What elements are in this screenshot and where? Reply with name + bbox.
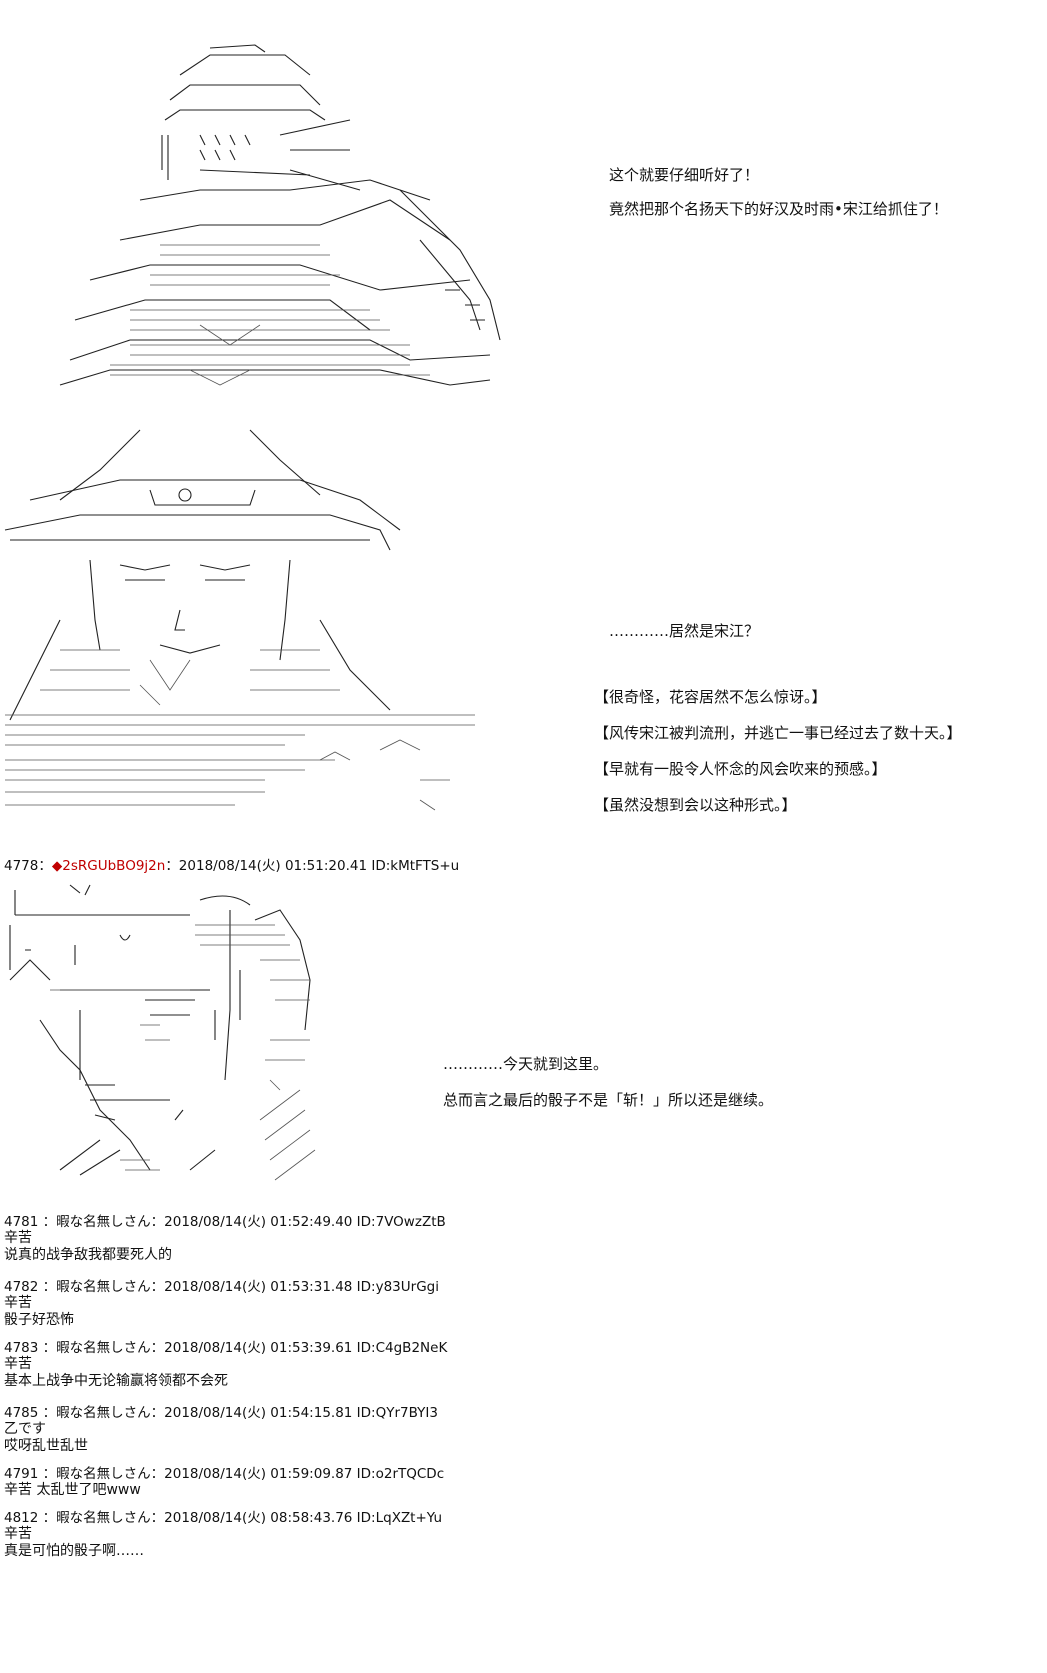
reply-post: 4791 ：暇な名無しさん：2018/08/14(火) 01:59:09.87 … bbox=[4, 1466, 444, 1499]
dialogue-line: 总而言之最后的骰子不是「斩！」所以还是继续。 bbox=[443, 1091, 774, 1109]
reply-header: 4782 ：暇な名無しさん：2018/08/14(火) 01:53:31.48 … bbox=[4, 1279, 439, 1295]
dialogue-panel-2-question: …………居然是宋江？ bbox=[609, 620, 759, 654]
reply-header: 4783 ：暇な名無しさん：2018/08/14(火) 01:53:39.61 … bbox=[4, 1340, 448, 1356]
dialogue-panel-2-narration: 【很奇怪，花容居然不怎么惊讶。】 【风传宋江被判流刑，并逃亡一事已经过去了数十天… bbox=[594, 686, 962, 830]
reply-line: 辛苦 bbox=[4, 1356, 32, 1372]
dialogue-line: …………居然是宋江？ bbox=[609, 622, 760, 640]
reply-body: 乙です 哎呀乱世乱世 bbox=[4, 1421, 438, 1455]
reply-post: 4782 ：暇な名無しさん：2018/08/14(火) 01:53:31.48 … bbox=[4, 1279, 439, 1329]
dialogue-line: …………今天就到这里。 bbox=[443, 1055, 609, 1073]
reply-line: 说真的战争敌我都要死人的 bbox=[4, 1247, 172, 1263]
trip-code-link[interactable]: 2sRGUbBO9j2n bbox=[62, 858, 166, 874]
reply-post: 4783 ：暇な名無しさん：2018/08/14(火) 01:53:39.61 … bbox=[4, 1340, 447, 1390]
narration-line: 【很奇怪，花容居然不怎么惊讶。】 bbox=[594, 688, 827, 706]
reply-line: 辛苦 太乱世了吧www bbox=[4, 1482, 141, 1498]
reply-header: 4791 ：暇な名無しさん：2018/08/14(火) 01:59:09.87 … bbox=[4, 1466, 445, 1482]
post-date-id: ：2018/08/14(火) 01:51:20.41 ID:kMtFTS+u bbox=[165, 858, 460, 874]
ascii-art-figure-2 bbox=[0, 420, 480, 840]
reply-body: 辛苦 基本上战争中无论输赢将领都不会死 bbox=[4, 1356, 447, 1390]
reply-line: 真是可怕的骰子啊…… bbox=[4, 1543, 144, 1559]
reply-header: 4812 ：暇な名無しさん：2018/08/14(火) 08:58:43.76 … bbox=[4, 1510, 443, 1526]
reply-header: 4781 ：暇な名無しさん：2018/08/14(火) 01:52:49.40 … bbox=[4, 1214, 446, 1230]
dialogue-panel-3: …………今天就到这里。 总而言之最后的骰子不是「斩！」所以还是继续。 bbox=[443, 1053, 773, 1123]
post-separator: ： bbox=[38, 858, 52, 874]
reply-line: 辛苦 bbox=[4, 1295, 32, 1311]
reply-line: 基本上战争中无论输赢将领都不会死 bbox=[4, 1373, 228, 1389]
reply-line: 辛苦 bbox=[4, 1230, 32, 1246]
reply-line: 乙です bbox=[4, 1421, 46, 1437]
op-post-header: 4778：◆2sRGUbBO9j2n：2018/08/14(火) 01:51:2… bbox=[4, 858, 459, 874]
narration-line: 【虽然没想到会以这种形式。】 bbox=[594, 796, 797, 814]
reply-body: 辛苦 说真的战争敌我都要死人的 bbox=[4, 1230, 446, 1264]
reply-line: 哎呀乱世乱世 bbox=[4, 1438, 88, 1454]
narration-line: 【早就有一股令人怀念的风会吹来的预感。】 bbox=[594, 760, 887, 778]
reply-post: 4812 ：暇な名無しさん：2018/08/14(火) 08:58:43.76 … bbox=[4, 1510, 442, 1560]
reply-body: 辛苦 真是可怕的骰子啊…… bbox=[4, 1526, 442, 1560]
reply-post: 4785 ：暇な名無しさん：2018/08/14(火) 01:54:15.81 … bbox=[4, 1405, 438, 1455]
ascii-art-figure-1 bbox=[50, 40, 510, 400]
reply-line: 辛苦 bbox=[4, 1526, 32, 1542]
narration-line: 【风传宋江被判流刑，并逃亡一事已经过去了数十天。】 bbox=[594, 724, 962, 742]
dialogue-panel-1: 这个就要仔细听好了！ 竟然把那个名扬天下的好汉及时雨•宋江给抓住了！ bbox=[609, 164, 948, 232]
ascii-art-figure-3 bbox=[0, 880, 330, 1185]
reply-line: 骰子好恐怖 bbox=[4, 1312, 74, 1328]
dialogue-line: 竟然把那个名扬天下的好汉及时雨•宋江给抓住了！ bbox=[609, 200, 948, 218]
reply-post: 4781 ：暇な名無しさん：2018/08/14(火) 01:52:49.40 … bbox=[4, 1214, 446, 1264]
dialogue-line: 这个就要仔细听好了！ bbox=[609, 166, 760, 184]
reply-body: 辛苦 骰子好恐怖 bbox=[4, 1295, 439, 1329]
trip-mark-icon: ◆ bbox=[51, 858, 63, 874]
post-number: 4778 bbox=[4, 858, 39, 874]
reply-body: 辛苦 太乱世了吧www bbox=[4, 1482, 444, 1499]
reply-header: 4785 ：暇な名無しさん：2018/08/14(火) 01:54:15.81 … bbox=[4, 1405, 438, 1421]
